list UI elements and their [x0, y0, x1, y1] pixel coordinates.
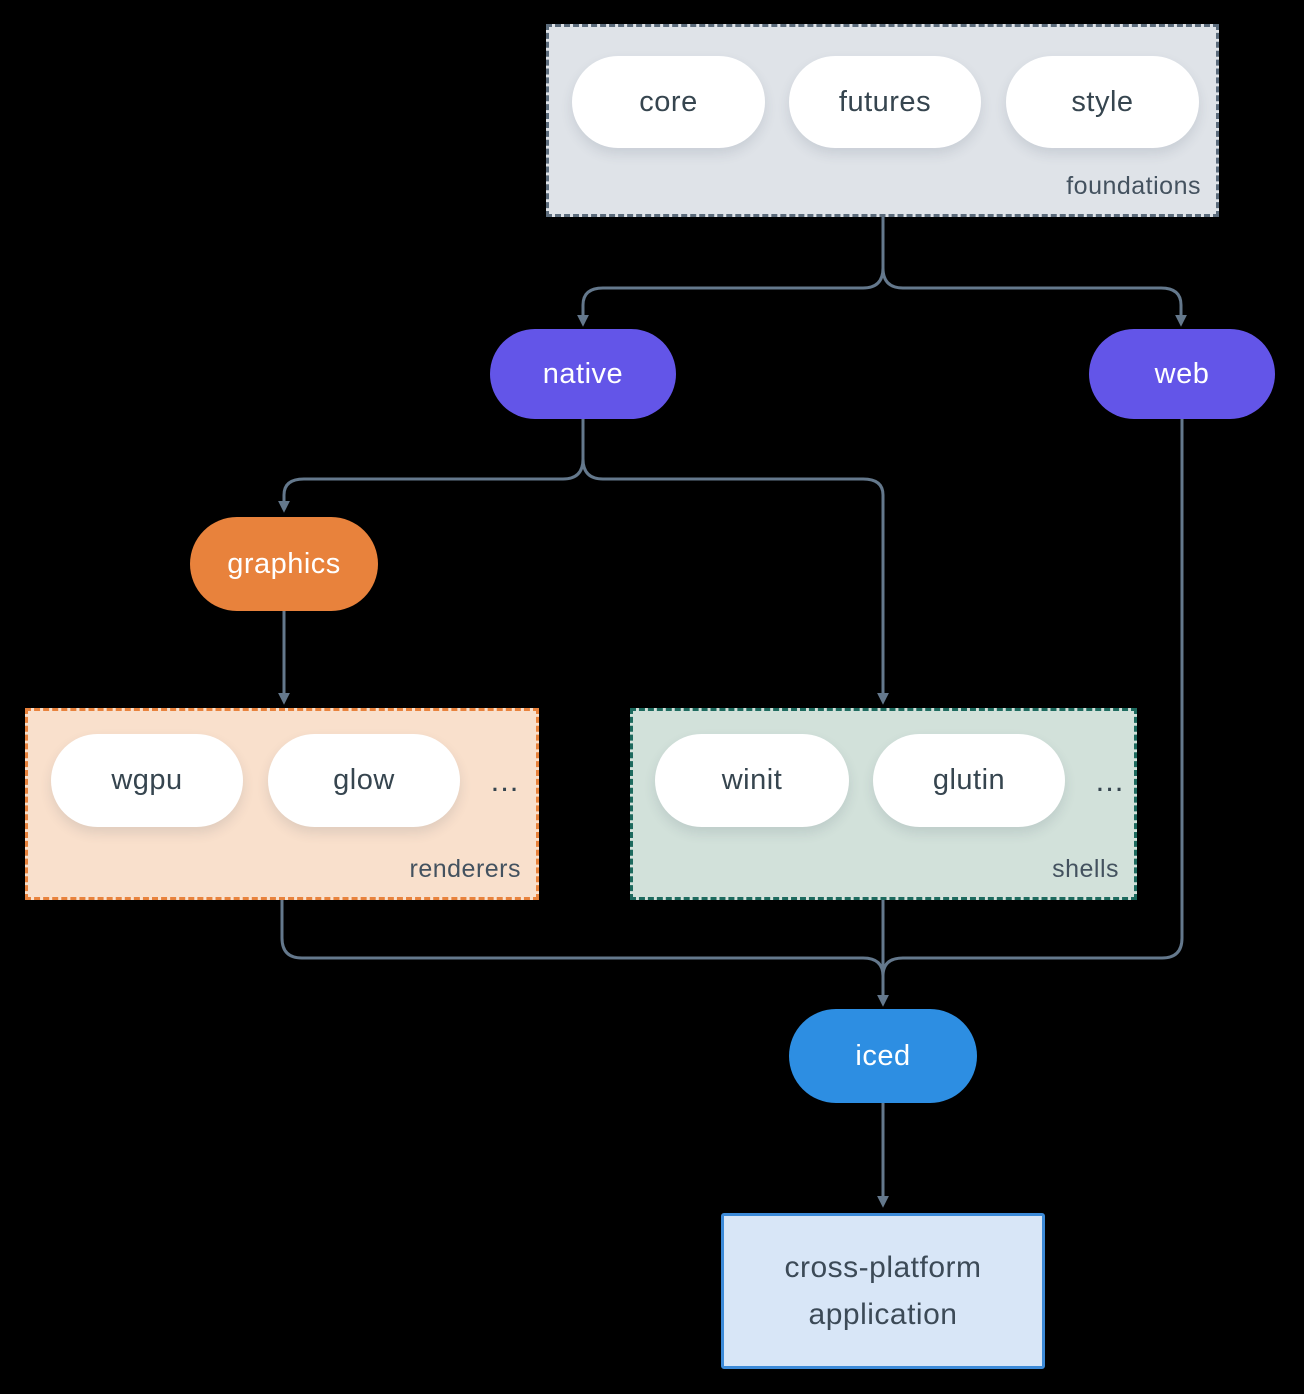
node-iced: iced — [789, 1009, 977, 1103]
foundations-group-label: foundations — [1066, 172, 1201, 200]
renderers-ellipsis: ... — [490, 762, 520, 798]
node-winit: winit — [655, 734, 849, 827]
shells-ellipsis: ... — [1095, 762, 1125, 798]
edge-native-graphics — [278, 419, 585, 513]
edge-web-iced — [881, 419, 1184, 977]
renderers-group: wgpu glow ... renderers — [25, 708, 539, 900]
application-label-line2: application — [808, 1298, 958, 1331]
node-web: web — [1089, 329, 1275, 419]
edge-foundations-native — [577, 217, 885, 327]
shells-group-label: shells — [1052, 855, 1119, 883]
node-cross-platform-application: cross-platform application — [721, 1213, 1045, 1369]
node-graphics: graphics — [190, 517, 378, 611]
edge-native-shells — [581, 458, 889, 705]
node-native: native — [490, 329, 676, 419]
node-glow: glow — [268, 734, 460, 827]
node-style: style — [1006, 56, 1199, 148]
node-wgpu: wgpu — [51, 734, 243, 827]
node-glutin: glutin — [873, 734, 1065, 827]
node-core: core — [572, 56, 765, 148]
shells-group: winit glutin ... shells — [630, 708, 1137, 900]
foundations-group: core futures style foundations — [546, 24, 1219, 217]
application-label-line1: cross-platform — [784, 1251, 982, 1284]
renderers-group-label: renderers — [409, 855, 521, 883]
edge-foundations-web — [881, 267, 1187, 327]
edge-renderers-iced — [280, 900, 885, 977]
node-futures: futures — [789, 56, 981, 148]
